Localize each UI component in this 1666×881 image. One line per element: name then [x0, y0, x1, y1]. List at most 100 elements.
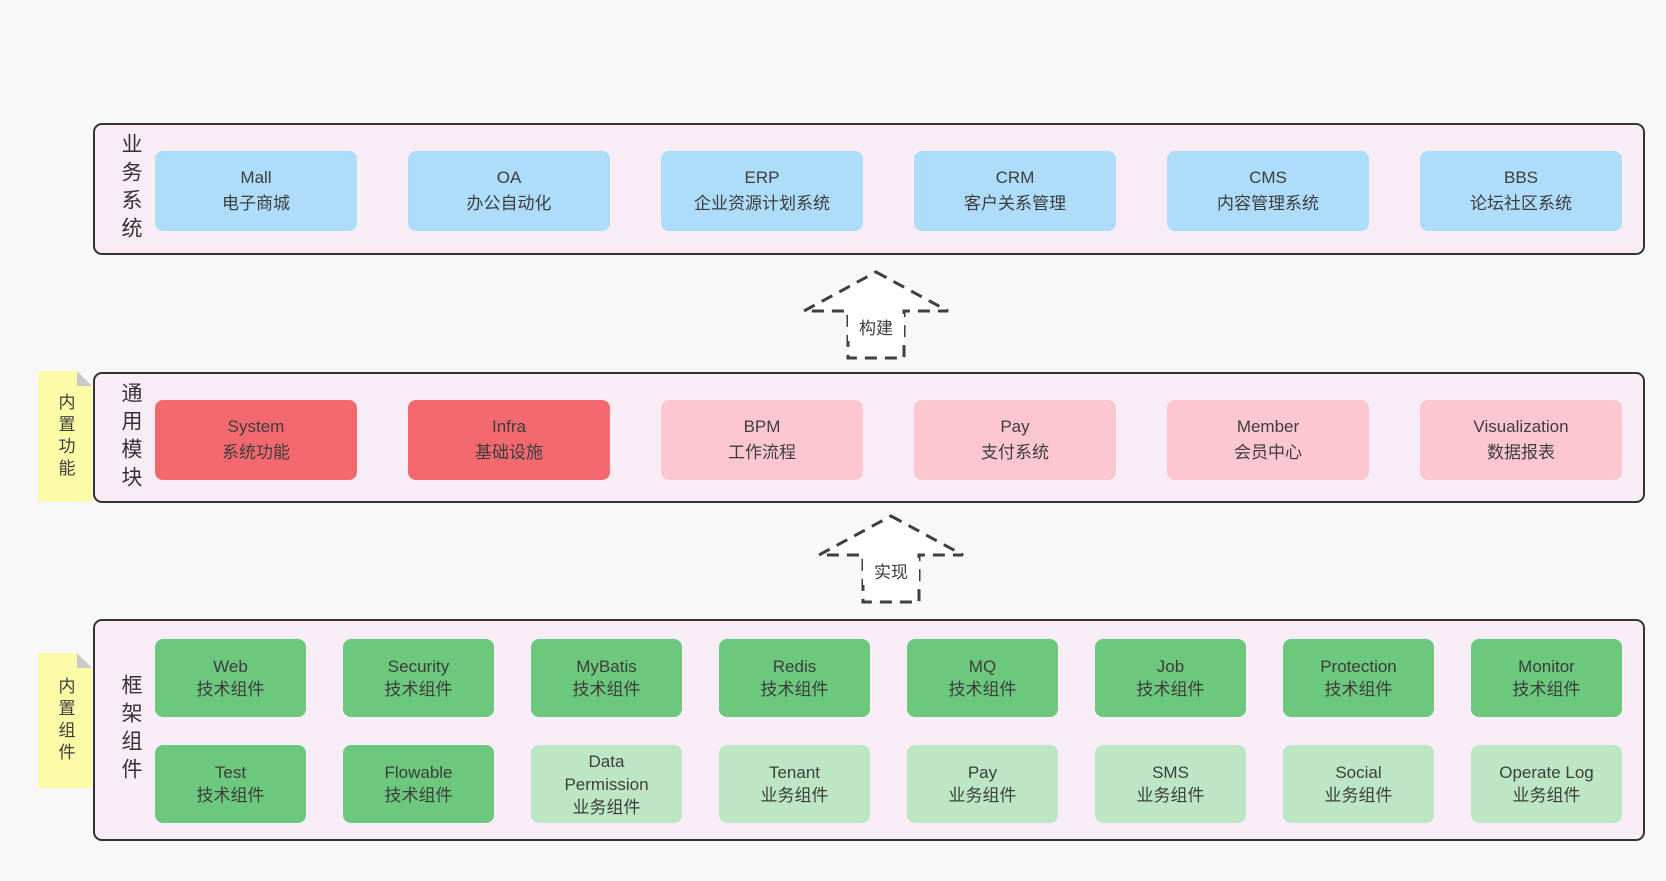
box-subtitle: 技术组件: [384, 786, 453, 805]
box-title: MQ: [968, 657, 997, 676]
box-subtitle: 业务组件: [1512, 786, 1581, 805]
box-visualization: Visualization 数据报表: [1420, 400, 1622, 480]
implement-arrow: 实现: [816, 514, 966, 604]
box-title: OA: [496, 168, 522, 187]
box-subtitle: 技术组件: [760, 680, 829, 699]
box-title: SMS: [1152, 763, 1189, 782]
box-subtitle: 技术组件: [196, 680, 265, 699]
box-erp: ERP 企业资源计划系统: [661, 151, 863, 231]
box-subtitle: 电子商城: [222, 194, 290, 213]
layer-common-modules: 通用模块 System 系统功能 Infra 基础设施 BPM 工作流程 Pay…: [93, 372, 1645, 503]
box-oa: OA 办公自动化: [408, 151, 610, 231]
box-title: Visualization: [1473, 417, 1569, 436]
box-bpm: BPM 工作流程: [661, 400, 863, 480]
box-title: System: [227, 417, 285, 436]
box-title: Social: [1335, 763, 1382, 782]
box-pay-module: Pay 支付系统: [914, 400, 1116, 480]
box-title: Security: [387, 657, 450, 676]
box-subtitle: 技术组件: [196, 786, 265, 805]
framework-box-row-2: Test 技术组件 Flowable 技术组件 Data Permission …: [155, 745, 1622, 823]
box-title: Member: [1236, 417, 1300, 436]
box-subtitle: 业务组件: [572, 797, 641, 817]
box-member: Member 会员中心: [1167, 400, 1369, 480]
box-title: Pay: [967, 763, 998, 782]
box-subtitle: 支付系统: [981, 443, 1049, 462]
box-redis: Redis 技术组件: [719, 639, 870, 717]
box-web: Web 技术组件: [155, 639, 306, 717]
box-social: Social 业务组件: [1283, 745, 1434, 823]
box-title: CRM: [995, 168, 1035, 187]
implement-arrow-label: 实现: [874, 563, 908, 582]
box-subtitle: 技术组件: [572, 680, 641, 699]
box-title: CMS: [1249, 168, 1287, 187]
box-system: System 系统功能: [155, 400, 357, 480]
box-title: Job: [1156, 657, 1185, 676]
box-title: Pay: [1000, 417, 1030, 436]
box-subtitle: 技术组件: [384, 680, 453, 699]
note-text: 内置组件: [55, 676, 75, 765]
box-title: Test: [214, 763, 247, 782]
box-subtitle: 内容管理系统: [1217, 194, 1319, 213]
box-title: Tenant: [768, 763, 821, 782]
business-box-row: Mall 电子商城 OA 办公自动化 ERP 企业资源计划系统 CRM 客户关系…: [155, 151, 1622, 231]
box-mall: Mall 电子商城: [155, 151, 357, 231]
layer-business-systems: 业务系统 Mall 电子商城 OA 办公自动化 ERP 企业资源计划系统 CRM…: [93, 123, 1645, 255]
box-title: Data Permission: [564, 751, 649, 794]
box-title: Infra: [491, 417, 527, 436]
box-test: Test 技术组件: [155, 745, 306, 823]
dashed-up-arrow-icon: 构建: [803, 270, 949, 360]
box-subtitle: 办公自动化: [466, 194, 552, 213]
note-builtin-features: 内置功能: [38, 371, 92, 502]
box-subtitle: 技术组件: [1512, 680, 1581, 699]
box-subtitle: 技术组件: [948, 680, 1017, 699]
folded-corner-icon: [77, 371, 92, 386]
box-subtitle: 技术组件: [1136, 680, 1205, 699]
box-title: Web: [213, 657, 248, 676]
box-sms: SMS 业务组件: [1095, 745, 1246, 823]
box-subtitle: 工作流程: [728, 443, 796, 462]
box-subtitle: 业务组件: [760, 786, 829, 805]
box-flowable: Flowable 技术组件: [343, 745, 494, 823]
box-title: ERP: [744, 168, 780, 187]
box-title: Flowable: [384, 763, 453, 782]
folded-corner-icon: [77, 653, 92, 668]
box-monitor: Monitor 技术组件: [1471, 639, 1622, 717]
dashed-up-arrow-icon: 实现: [818, 514, 964, 604]
box-title: Operate Log: [1499, 763, 1594, 782]
box-subtitle: 数据报表: [1487, 443, 1555, 462]
box-cms: CMS 内容管理系统: [1167, 151, 1369, 231]
box-mq: MQ 技术组件: [907, 639, 1058, 717]
box-title: Mall: [240, 168, 272, 187]
box-subtitle: 基础设施: [475, 443, 543, 462]
box-title: BBS: [1503, 168, 1539, 187]
box-security: Security 技术组件: [343, 639, 494, 717]
box-title: MyBatis: [576, 657, 637, 676]
build-arrow-label: 构建: [859, 319, 893, 338]
note-text: 内置功能: [55, 392, 75, 481]
box-subtitle: 技术组件: [1324, 680, 1393, 699]
box-subtitle: 企业资源计划系统: [694, 194, 830, 213]
framework-box-row-1: Web 技术组件 Security 技术组件 MyBatis 技术组件 Redi…: [155, 639, 1622, 717]
box-subtitle: 论坛社区系统: [1470, 194, 1572, 213]
modules-box-row: System 系统功能 Infra 基础设施 BPM 工作流程 Pay 支付系统…: [155, 400, 1622, 480]
box-title: Monitor: [1518, 657, 1575, 676]
layer-framework-components: 框架组件 Web 技术组件 Security 技术组件 MyBatis 技术组件…: [93, 619, 1645, 841]
note-builtin-components: 内置组件: [38, 653, 92, 788]
box-subtitle: 业务组件: [1136, 786, 1205, 805]
box-subtitle: 业务组件: [948, 786, 1017, 805]
box-job: Job 技术组件: [1095, 639, 1246, 717]
build-arrow: 构建: [801, 270, 951, 360]
box-tenant: Tenant 业务组件: [719, 745, 870, 823]
box-pay-component: Pay 业务组件: [907, 745, 1058, 823]
box-title: BPM: [743, 417, 781, 436]
box-subtitle: 客户关系管理: [964, 194, 1066, 213]
box-title: Redis: [772, 657, 817, 676]
box-protection: Protection 技术组件: [1283, 639, 1434, 717]
box-subtitle: 业务组件: [1324, 786, 1393, 805]
box-crm: CRM 客户关系管理: [914, 151, 1116, 231]
layer-label-modules: 通用模块: [119, 381, 142, 494]
box-data-permission: Data Permission 业务组件: [531, 745, 682, 823]
box-mybatis: MyBatis 技术组件: [531, 639, 682, 717]
layer-label-framework: 框架组件: [119, 674, 142, 786]
